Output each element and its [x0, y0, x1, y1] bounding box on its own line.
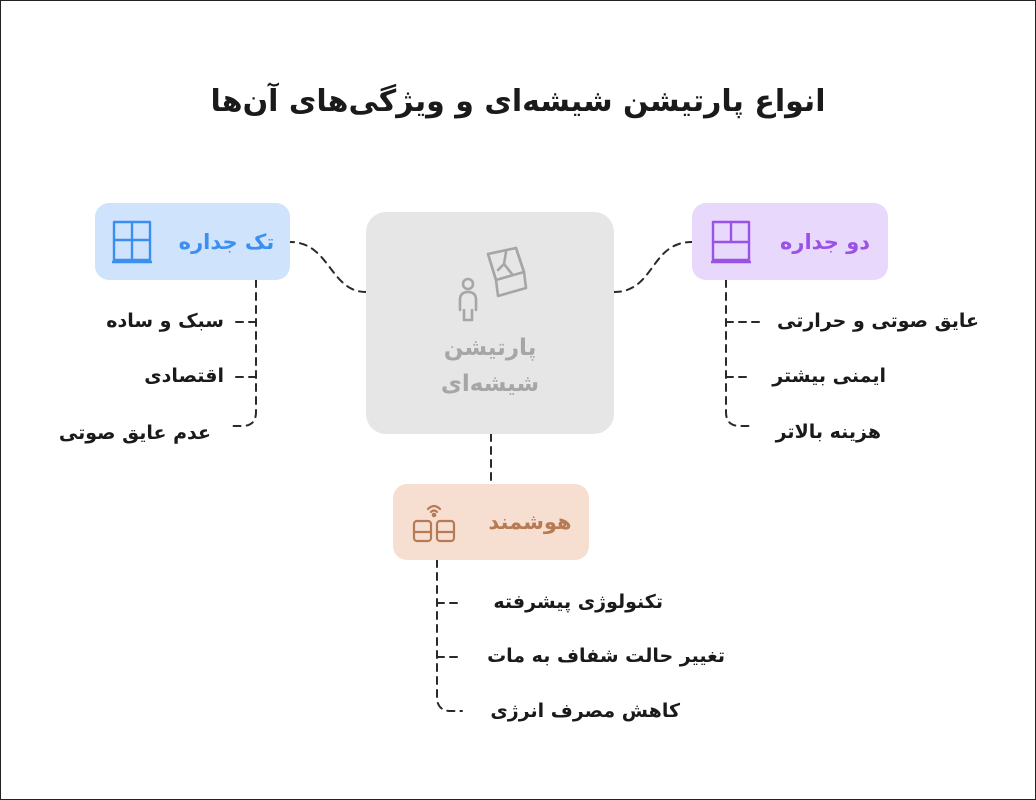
glass-partition-person-icon	[450, 244, 530, 324]
double-item-3: هزینه بالاتر	[775, 421, 881, 443]
connector-center-single	[289, 241, 367, 293]
smart-item-1: تکنولوژی پیشرفته	[493, 591, 663, 613]
smart-glass-wifi-icon	[410, 499, 458, 545]
double-pane-label: دو جداره	[779, 229, 871, 254]
center-label-line2: شیشه‌ای	[440, 371, 540, 397]
smart-glass-label: هوشمند	[488, 510, 572, 534]
double-pane-node: دو جداره	[692, 203, 888, 280]
smart-item-2: تغییر حالت شفاف به مات	[487, 645, 725, 667]
double-item-1: عایق صوتی و حرارتی	[777, 310, 979, 332]
smart-item-3: کاهش مصرف انرژی	[490, 700, 680, 722]
center-label-line1: پارتیشن	[443, 335, 537, 361]
double-frame-window-icon	[710, 220, 752, 264]
single-frame-window-icon	[111, 220, 153, 264]
smart-glass-node: هوشمند	[393, 484, 589, 560]
single-item-1: سبک و ساده	[106, 310, 224, 332]
single-item-3: عدم عایق صوتی	[58, 422, 211, 444]
connector-double-items	[725, 279, 753, 427]
double-item-2: ایمنی بیشتر	[772, 365, 886, 387]
connector-center-double	[613, 241, 693, 293]
center-node: پارتیشن شیشه‌ای	[366, 212, 614, 434]
single-pane-node: تک جداره	[95, 203, 290, 280]
single-item-2: اقتصادی	[144, 365, 224, 387]
connector-smart-items	[436, 559, 463, 712]
page-title: انواع پارتیشن شیشه‌ای و ویژگی‌های آن‌ها	[210, 84, 826, 119]
connector-single-items	[231, 279, 257, 427]
single-pane-label: تک جداره	[178, 229, 275, 254]
